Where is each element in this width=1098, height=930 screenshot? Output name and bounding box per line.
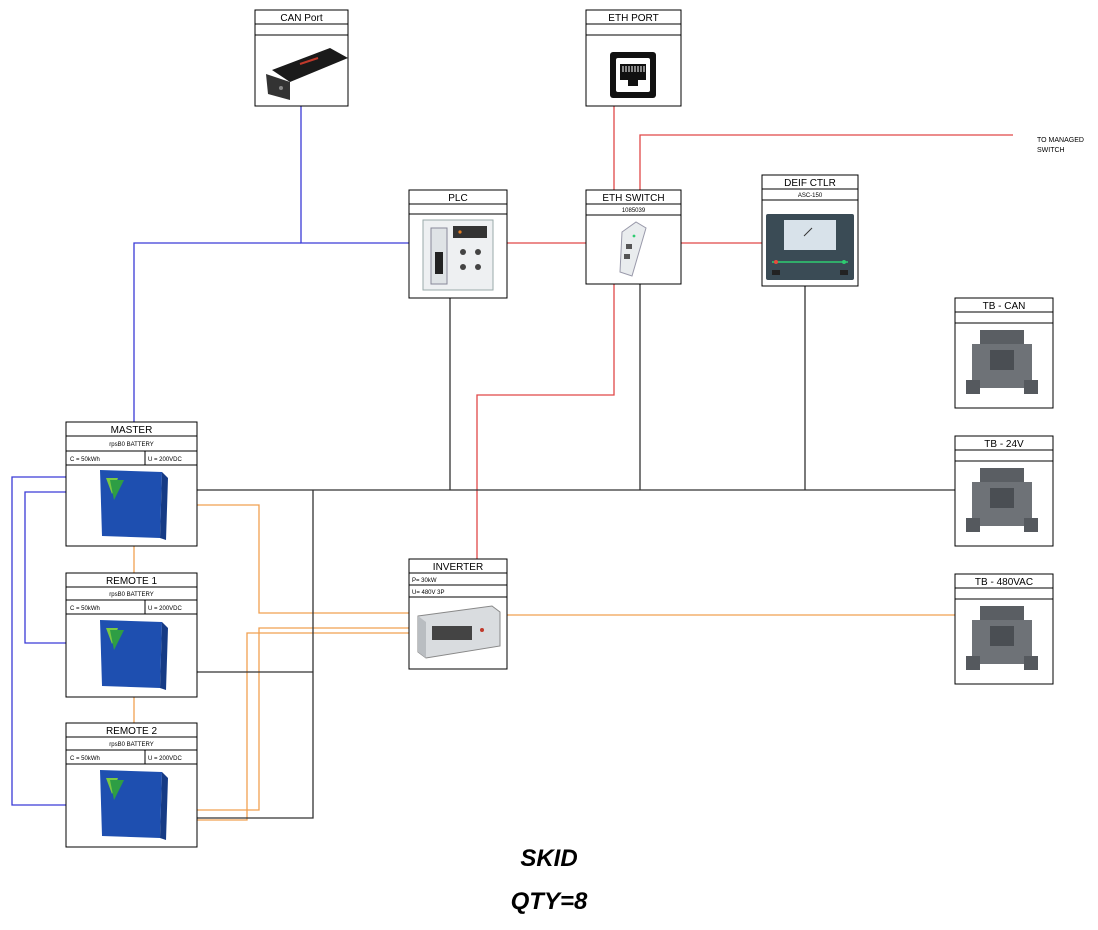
remote1-title: REMOTE 1 bbox=[106, 576, 158, 587]
switch-to-managed-switch-wire bbox=[639, 134, 1013, 190]
deif-ctlr-model: ASC-150 bbox=[798, 193, 823, 199]
master-to-remote2-can-wire bbox=[11, 476, 66, 806]
deif-ctlr-title: DEIF CTLR bbox=[784, 178, 836, 189]
inverter-voltage: U= 480V 3P bbox=[412, 590, 445, 596]
battery-module-icon bbox=[100, 470, 168, 540]
remote1-battery-box[interactable]: REMOTE 1 rpsB0 BATTERY C = 50kWh U = 200… bbox=[65, 572, 198, 698]
master-capacity: C = 50kWh bbox=[70, 457, 100, 463]
ethernet-wires bbox=[476, 106, 1013, 559]
inverter-chassis-icon bbox=[417, 605, 501, 659]
terminal-block-icon bbox=[966, 606, 1038, 670]
eth-switch-box[interactable]: ETH SWITCH 1085039 bbox=[585, 189, 682, 285]
remote2-battery-model: rpsB0 BATTERY bbox=[109, 742, 153, 748]
tb-can-box[interactable]: TB - CAN bbox=[954, 297, 1054, 409]
control-to-remotes-wire bbox=[197, 490, 314, 819]
can-port-to-plc-wire bbox=[300, 106, 409, 244]
remote1-battery-model: rpsB0 BATTERY bbox=[109, 592, 153, 598]
master-to-inverter-power-wire bbox=[197, 504, 409, 614]
master-voltage: U = 200VDC bbox=[148, 457, 183, 463]
inverter-box[interactable]: INVERTER P= 30kW U= 480V 3P bbox=[408, 558, 508, 670]
battery-module-icon bbox=[100, 770, 168, 840]
skid-caption: SKID bbox=[520, 845, 578, 872]
eth-switch-part-number: 1085039 bbox=[622, 208, 646, 214]
can-bus-to-master-wire bbox=[133, 242, 301, 422]
plc-module-icon bbox=[422, 219, 494, 291]
master-title: MASTER bbox=[111, 425, 153, 436]
tb-24v-box[interactable]: TB - 24V bbox=[954, 435, 1054, 547]
master-battery-model: rpsB0 BATTERY bbox=[109, 442, 153, 448]
master-to-remote1-can-wire bbox=[24, 491, 66, 644]
din-switch-icon bbox=[619, 221, 647, 277]
remote2-title: REMOTE 2 bbox=[106, 726, 158, 737]
remote1-capacity: C = 50kWh bbox=[70, 606, 100, 612]
can-port-title: CAN Port bbox=[280, 13, 322, 24]
tb-can-title: TB - CAN bbox=[983, 301, 1026, 312]
tb-480vac-title: TB - 480VAC bbox=[975, 577, 1033, 588]
eth-switch-title: ETH SWITCH bbox=[602, 193, 664, 204]
can-adapter-icon bbox=[266, 48, 348, 100]
quantity-caption: QTY=8 bbox=[510, 888, 588, 915]
remote2-battery-box[interactable]: REMOTE 2 rpsB0 BATTERY C = 50kWh U = 200… bbox=[65, 722, 198, 848]
remote2-to-inverter-power-wire-2 bbox=[197, 632, 409, 821]
terminal-block-icon bbox=[966, 468, 1038, 532]
managed-switch-label-line2: SWITCH bbox=[1037, 147, 1065, 154]
remote2-capacity: C = 50kWh bbox=[70, 756, 100, 762]
master-battery-box[interactable]: MASTER rpsB0 BATTERY C = 50kWh U = 200VD… bbox=[65, 421, 198, 547]
eth-port-title: ETH PORT bbox=[608, 13, 658, 24]
rj45-jack-icon bbox=[610, 52, 656, 98]
remote1-voltage: U = 200VDC bbox=[148, 606, 183, 612]
deif-ctlr-box[interactable]: DEIF CTLR ASC-150 bbox=[761, 174, 859, 287]
managed-switch-label-line1: TO MANAGED bbox=[1037, 137, 1084, 144]
can-bus-wires bbox=[11, 106, 409, 806]
eth-port-box[interactable]: ETH PORT bbox=[585, 9, 682, 107]
plc-title: PLC bbox=[448, 193, 467, 204]
terminal-block-icon bbox=[966, 330, 1038, 394]
plc-box[interactable]: PLC bbox=[408, 189, 508, 299]
remote2-to-inverter-power-wire bbox=[197, 627, 409, 811]
remote2-voltage: U = 200VDC bbox=[148, 756, 183, 762]
tb-480vac-box[interactable]: TB - 480VAC bbox=[954, 573, 1054, 685]
dc-power-wires bbox=[133, 504, 955, 821]
control-wires bbox=[197, 284, 955, 819]
can-port-box[interactable]: CAN Port bbox=[254, 9, 349, 107]
tb-24v-title: TB - 24V bbox=[984, 439, 1024, 450]
switch-to-inverter-wire bbox=[476, 284, 615, 559]
controller-hmi-icon bbox=[766, 214, 854, 280]
inverter-power: P= 30kW bbox=[412, 578, 437, 584]
inverter-title: INVERTER bbox=[433, 562, 483, 573]
battery-module-icon bbox=[100, 620, 168, 690]
